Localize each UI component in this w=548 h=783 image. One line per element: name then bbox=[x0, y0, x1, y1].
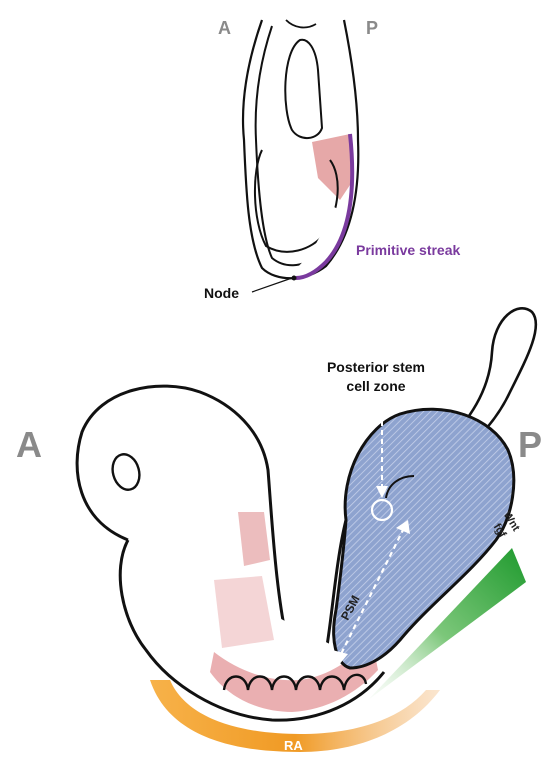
node-pointer bbox=[252, 278, 292, 292]
top-head-loop bbox=[285, 40, 322, 138]
top-posterior-label: P bbox=[366, 18, 378, 39]
trunk-pink-mid bbox=[214, 576, 274, 648]
posterior-stem-zone-label: Posterior stem cell zone bbox=[306, 358, 446, 396]
stem-zone-line1: Posterior stem bbox=[306, 358, 446, 377]
top-inner-outline bbox=[256, 26, 316, 265]
node-label: Node bbox=[204, 285, 239, 301]
stem-zone-line2: cell zone bbox=[306, 377, 446, 396]
top-anterior-label: A bbox=[218, 18, 231, 39]
bottom-posterior-label: P bbox=[518, 424, 542, 466]
primitive-streak-label: Primitive streak bbox=[356, 242, 460, 258]
node-dot bbox=[292, 276, 297, 281]
ra-label: RA bbox=[284, 738, 303, 753]
top-pink-region bbox=[312, 134, 352, 200]
top-white-gap bbox=[294, 206, 344, 276]
top-upper-line bbox=[286, 20, 316, 27]
bottom-anterior-label: A bbox=[16, 424, 42, 466]
top-embryo bbox=[243, 20, 358, 292]
psm-region bbox=[334, 409, 514, 668]
